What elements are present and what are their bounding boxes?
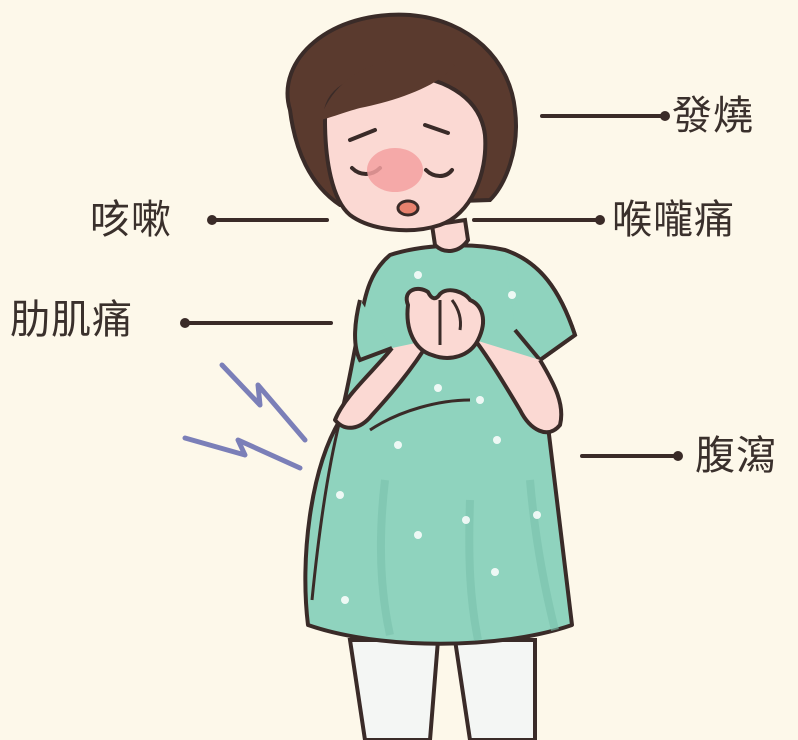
arms — [333, 286, 564, 435]
leader-dot-diarrhea — [673, 451, 683, 461]
leader-dot-fever — [660, 111, 670, 121]
leader-dot-sore-throat — [595, 215, 605, 225]
head — [285, 12, 518, 233]
leader-line-fever — [540, 114, 665, 118]
leader-line-sore-throat — [472, 218, 600, 222]
leader-line-rib-pain — [185, 321, 333, 325]
leader-dot-rib-pain — [180, 318, 190, 328]
dress — [303, 243, 578, 646]
label-cough: 咳嗽 — [90, 197, 172, 243]
label-diarrhea: 腹瀉 — [695, 433, 777, 479]
label-fever: 發燒 — [672, 93, 754, 139]
leader-line-cough — [212, 218, 329, 222]
legs — [347, 638, 537, 740]
neck — [429, 217, 471, 253]
pain-lightning-icon — [182, 362, 308, 471]
leader-dot-cough — [207, 215, 217, 225]
leader-line-diarrhea — [580, 454, 680, 458]
label-sore-throat: 喉嚨痛 — [612, 197, 735, 243]
label-rib-pain: 肋肌痛 — [10, 297, 133, 343]
